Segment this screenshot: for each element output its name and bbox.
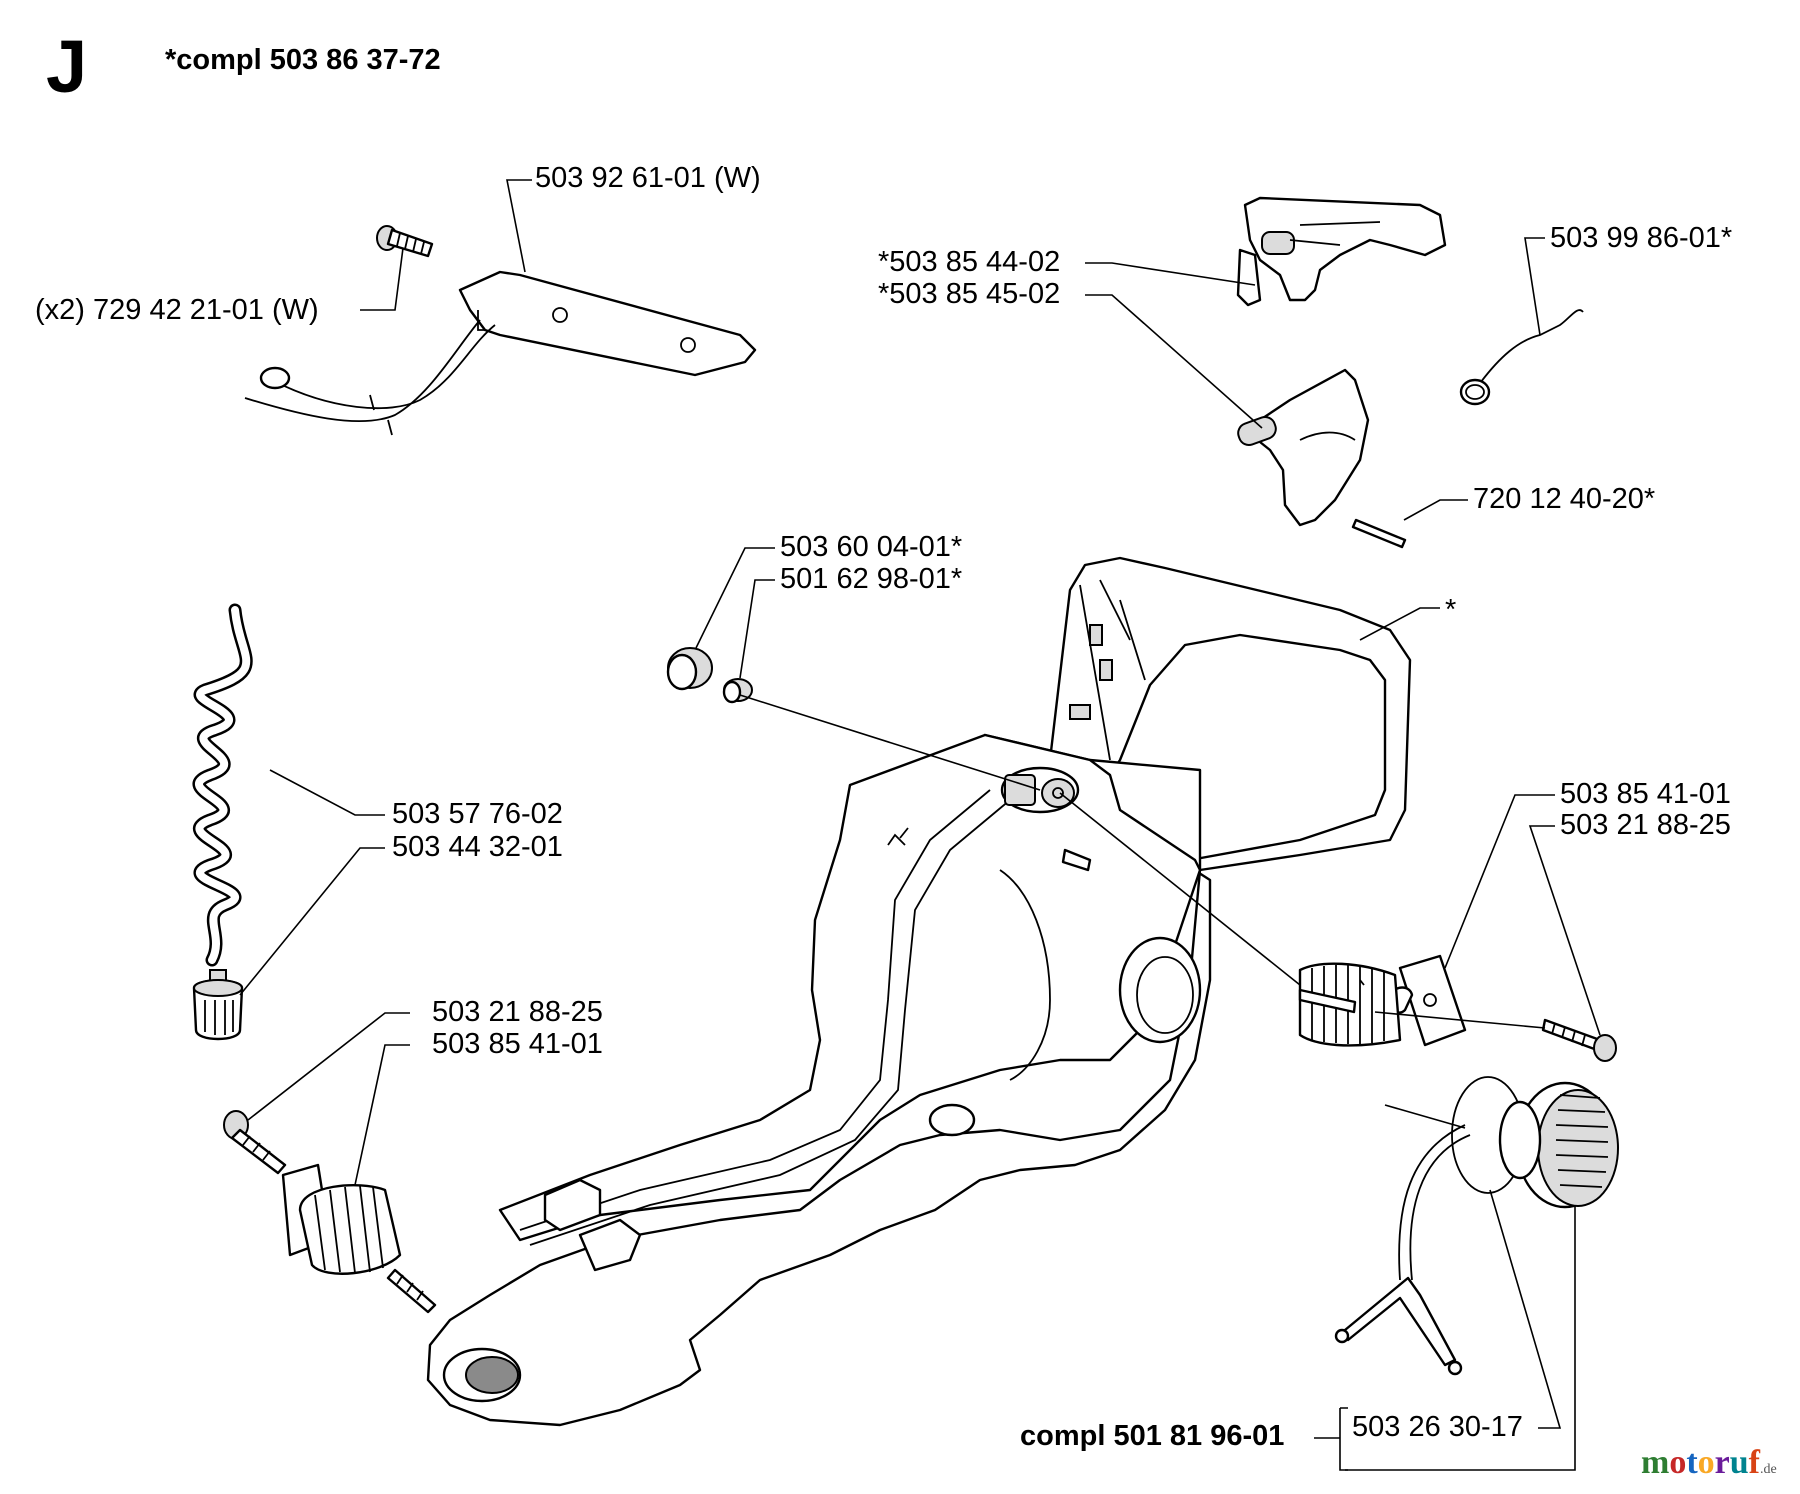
trigger-drawing — [1237, 368, 1370, 527]
callout-left-av-spring: 503 85 41-01 — [432, 1028, 603, 1060]
callout-throttle-lockout-2: *503 85 45-02 — [878, 278, 1061, 310]
callout-handle-bracket: 503 92 61-01 (W) — [535, 162, 761, 194]
right-av-screw-drawing — [1541, 1018, 1617, 1062]
callout-fuel-filter: 503 44 32-01 — [392, 831, 563, 863]
left-av-spring-drawing — [281, 1163, 437, 1314]
watermark-letter: u — [1729, 1444, 1749, 1481]
watermark-letter: r — [1714, 1444, 1730, 1481]
callout-fuel-cap-oring: 503 26 30-17 — [1352, 1411, 1523, 1443]
watermark-letter: o — [1697, 1444, 1715, 1481]
trigger-pin-drawing — [1351, 518, 1407, 549]
watermark-logo: motoruf.de — [1641, 1446, 1777, 1480]
callout-rubber-bushing: 503 60 04-01* — [780, 531, 963, 563]
callout-trigger-spring: 503 99 86-01* — [1550, 222, 1733, 254]
callout-handle-housing: * — [1445, 594, 1457, 626]
callout-fuel-cap-assembly: compl 501 81 96-01 — [1020, 1420, 1285, 1452]
watermark-text: motoruf — [1641, 1444, 1760, 1481]
assembly-label: *compl 503 86 37-72 — [165, 44, 441, 76]
bracket-screw-drawing — [376, 225, 434, 258]
callout-left-av-screw: 503 21 88-25 — [432, 996, 603, 1028]
callout-fuel-hose: 503 57 76-02 — [392, 798, 563, 830]
watermark-letter: m — [1641, 1444, 1670, 1481]
leader-lines — [239, 179, 1601, 1471]
watermark-letter: f — [1748, 1444, 1760, 1481]
fuel-hose-drawing — [192, 603, 253, 967]
handle-housing-drawing — [426, 556, 1412, 1427]
right-av-spring-drawing — [1298, 954, 1467, 1047]
throttle-lockout-drawing — [1236, 196, 1447, 307]
callout-bracket-screw: (x2) 729 42 21-01 (W) — [35, 294, 319, 326]
watermark-letter: t — [1686, 1444, 1698, 1481]
rubber-bushing-drawing — [666, 647, 713, 691]
callout-trigger-pin: 720 12 40-20* — [1473, 483, 1656, 515]
small-bushing-drawing — [722, 678, 753, 704]
callout-right-av-spring: 503 85 41-01 — [1560, 778, 1731, 810]
callout-small-bushing: 501 62 98-01* — [780, 563, 963, 595]
left-av-screw-drawing — [223, 1110, 287, 1175]
watermark-suffix: .de — [1760, 1462, 1777, 1477]
fuel-filter-drawing — [192, 969, 244, 1041]
watermark-letter: o — [1669, 1444, 1687, 1481]
callout-throttle-lockout-1: *503 85 44-02 — [878, 246, 1061, 278]
handle-bracket-drawing — [244, 270, 757, 436]
callout-right-av-screw: 503 21 88-25 — [1560, 809, 1731, 841]
trigger-spring-drawing — [1459, 309, 1584, 406]
section-letter: J — [46, 25, 88, 108]
fuel-cap-drawing — [1334, 1076, 1619, 1376]
